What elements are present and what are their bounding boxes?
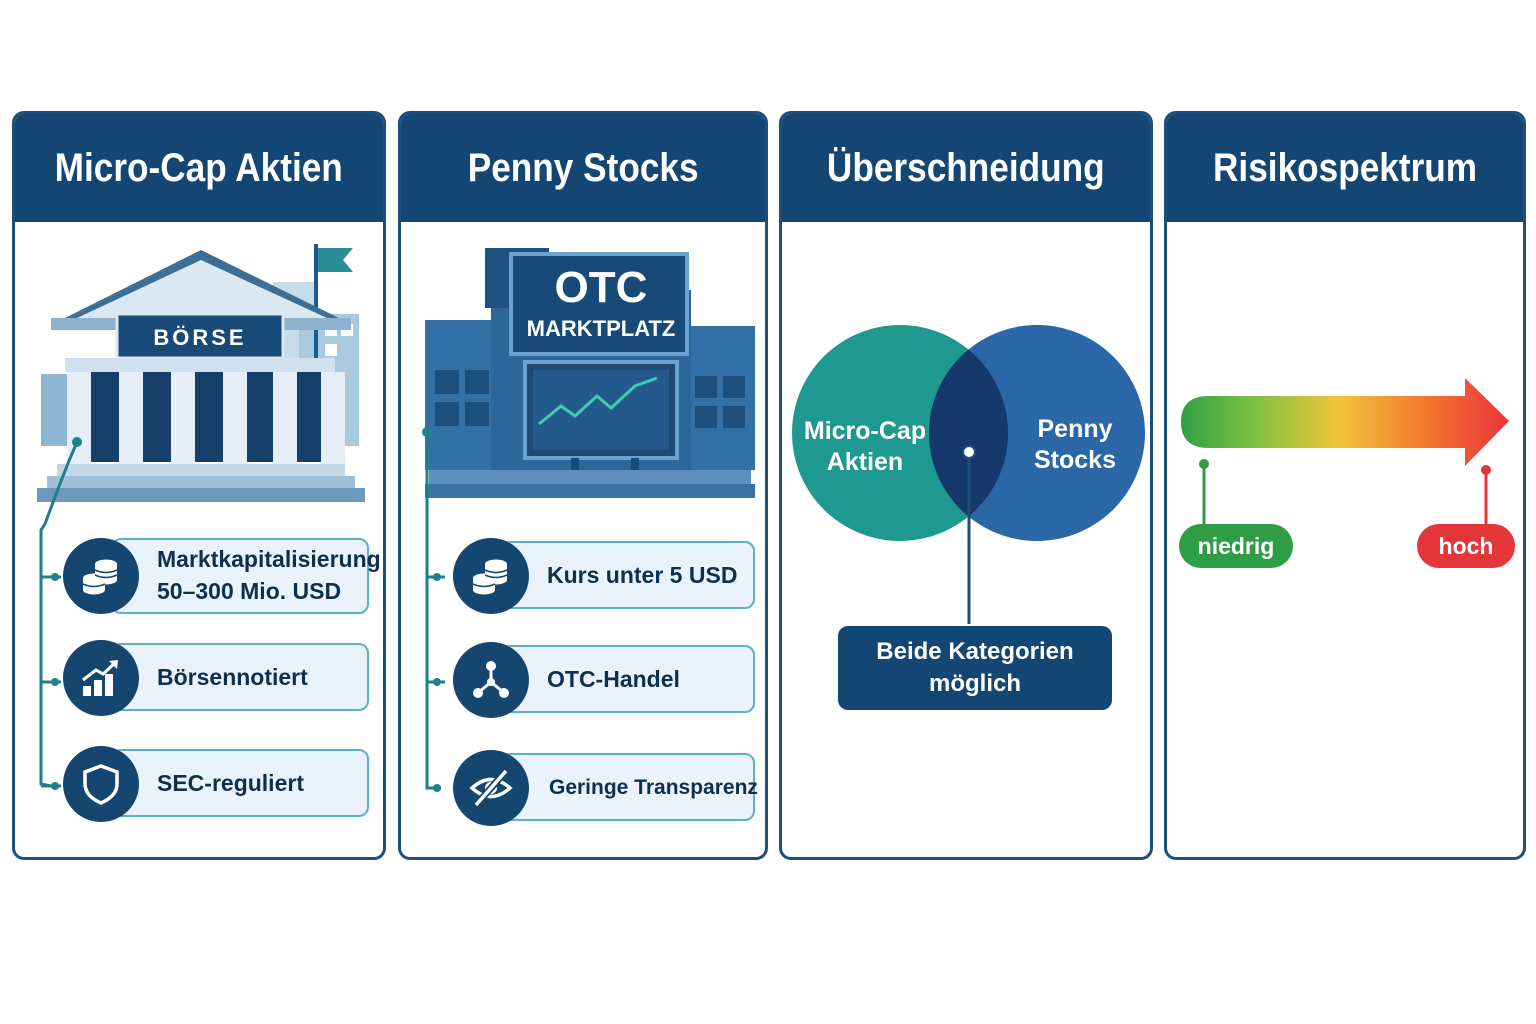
penny-panel-title: Penny Stocks (467, 145, 699, 190)
risk-panel-header: Risikospektrum (1167, 114, 1523, 222)
microcap-panel-header: Micro-Cap Aktien (15, 114, 383, 222)
risk-panel: Risikospektrum niedrig hoch (1164, 111, 1526, 860)
feature-label: Kurs unter 5 USD (547, 561, 738, 588)
feature-box: Kurs unter 5 USD (501, 541, 755, 609)
risk-low-label: niedrig (1179, 524, 1293, 568)
feature-box: Marktkapitalisierung 50–300 Mio. USD (111, 538, 381, 614)
both-categories-line1: Beide Kategorien (876, 638, 1074, 665)
penny-connector-lines (422, 427, 445, 792)
coins-icon (63, 538, 139, 614)
feature-label: Börsennotiert (157, 663, 308, 690)
otc-marketplace-building-illustration: OTC MARKTPLATZ (425, 248, 755, 498)
feature-market-cap: Marktkapitalisierung 50–300 Mio. USD (63, 538, 381, 614)
risk-gradient-arrow (1181, 378, 1509, 524)
venn-label-microcap: Micro-Cap Aktien (803, 417, 927, 476)
overlap-panel-header: Überschneidung (782, 114, 1150, 222)
feature-label: OTC-Handel (547, 665, 680, 692)
otc-sign-text: OTC (555, 263, 648, 312)
overlap-panel-title: Überschneidung (827, 145, 1105, 190)
shield-icon (63, 746, 139, 822)
overlap-panel: Überschneidung Micro-Cap Aktien Penny St… (779, 111, 1153, 860)
feature-low-transparency: Geringe Transparenz (453, 750, 758, 826)
venn-label-penny: Penny Stocks (1034, 415, 1116, 474)
risk-panel-title: Risikospektrum (1212, 145, 1478, 190)
microcap-connector-lines (39, 437, 82, 790)
risk-high-label: hoch (1417, 524, 1515, 568)
penny-panel: Penny Stocks OTC MARKTPLATZ (398, 111, 768, 860)
both-categories-box: Beide Kategorien möglich (838, 626, 1112, 710)
growth-chart-icon (63, 640, 139, 716)
microcap-panel-title: Micro-Cap Aktien (54, 145, 344, 190)
feature-sec-regulated: SEC-reguliert (63, 746, 369, 822)
feature-box: Geringe Transparenz (501, 753, 758, 821)
feature-listed: Börsennotiert (63, 640, 369, 716)
marktplatz-sign-text: MARKTPLATZ (527, 316, 676, 341)
feature-otc-trading: OTC-Handel (453, 642, 755, 718)
feature-label: SEC-reguliert (157, 769, 304, 796)
coins-icon (453, 538, 529, 614)
feature-price-under-5: Kurs unter 5 USD (453, 538, 755, 614)
feature-box: SEC-reguliert (111, 749, 369, 817)
venn-intersection (929, 325, 1008, 541)
eye-slash-icon (453, 750, 529, 826)
both-categories-line2: möglich (928, 670, 1021, 697)
feature-label-line1: Marktkapitalisierung (157, 546, 381, 572)
feature-label: Geringe Transparenz (549, 775, 758, 799)
network-icon (453, 642, 529, 718)
venn-diagram (792, 325, 1145, 624)
borse-sign-text: BÖRSE (153, 325, 246, 350)
stock-exchange-building-illustration: BÖRSE (37, 244, 365, 502)
feature-box: Börsennotiert (111, 643, 369, 711)
feature-box: OTC-Handel (501, 645, 755, 713)
penny-panel-header: Penny Stocks (401, 114, 765, 222)
microcap-panel: Micro-Cap Aktien BÖRSE (12, 111, 386, 860)
feature-label-line2: 50–300 Mio. USD (157, 578, 342, 604)
